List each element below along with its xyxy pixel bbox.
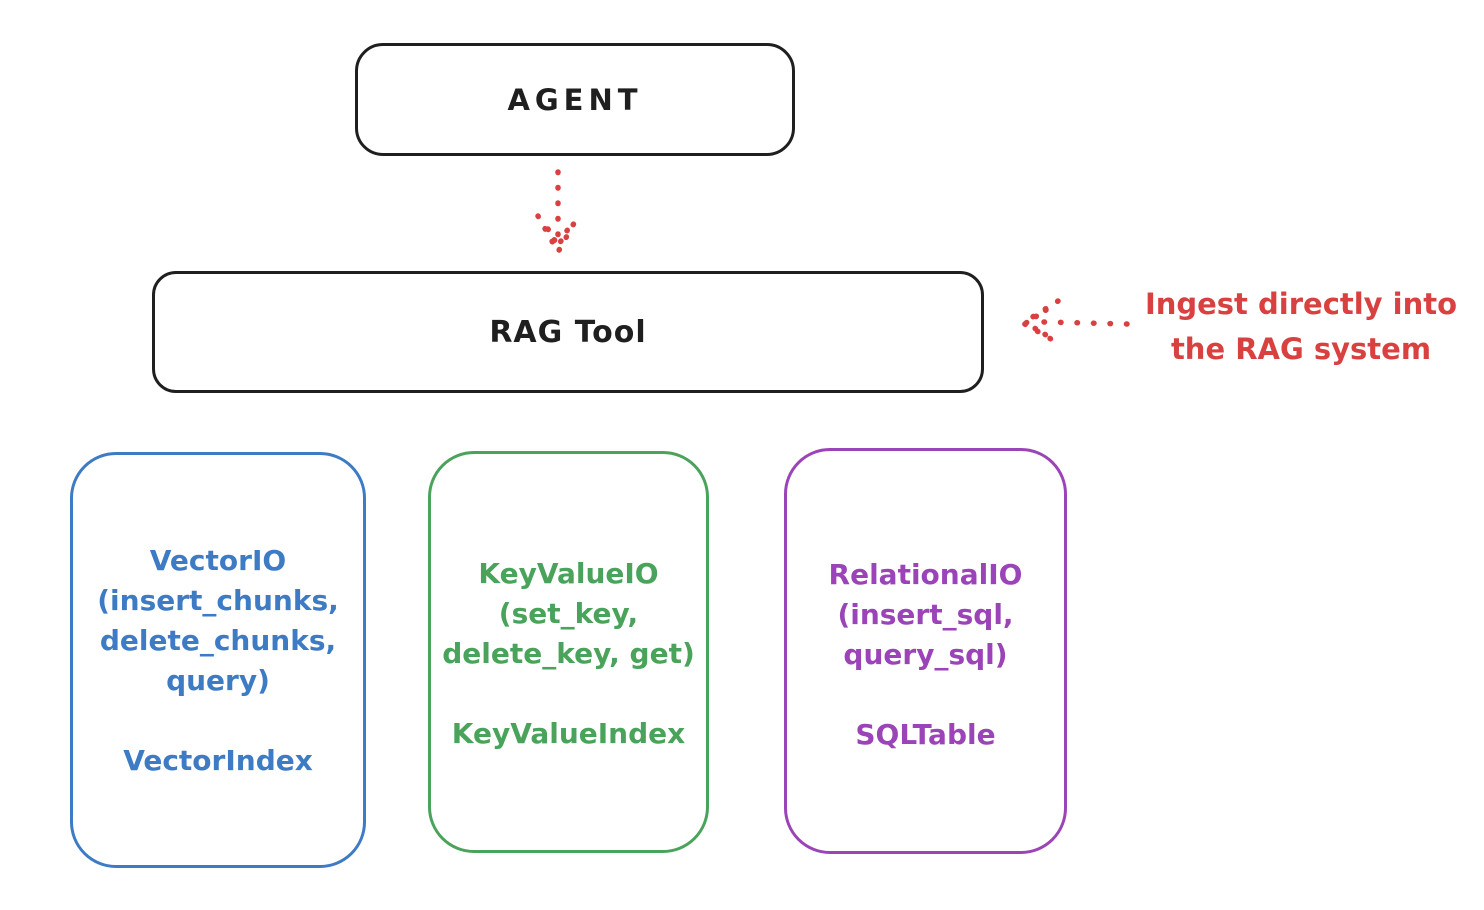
agent-label: AGENT	[507, 82, 643, 117]
store-title-line: VectorIO	[149, 544, 287, 577]
ingest-annotation-line-2: the RAG system	[1170, 332, 1432, 366]
agent-to-rag-arrow	[535, 169, 581, 258]
store-methods-line: query)	[166, 664, 270, 697]
store-box-keyvalue-io: KeyValueIO (set_key, delete_key, get) Ke…	[428, 451, 709, 853]
store-methods-line: delete_key, get)	[442, 637, 695, 670]
ingest-annotation-line-1: Ingest directly into	[1144, 287, 1458, 321]
store-methods-line: delete_chunks,	[99, 624, 337, 657]
store-box-vector-io: VectorIO (insert_chunks, delete_chunks, …	[70, 452, 366, 868]
rag-tool-label: RAG Tool	[489, 314, 647, 350]
store-methods-line: (insert_sql,	[837, 598, 1014, 631]
annotation-to-rag-arrow	[1017, 298, 1131, 346]
store-index-label: SQLTable	[855, 718, 996, 751]
agent-box: AGENT	[355, 43, 795, 156]
store-index-label: VectorIndex	[123, 744, 313, 777]
store-title-line: RelationalIO	[828, 558, 1023, 591]
store-methods-line: query_sql)	[843, 638, 1008, 671]
store-box-relational-io: RelationalIO (insert_sql, query_sql) SQL…	[784, 448, 1067, 854]
store-methods-line: (insert_chunks,	[97, 584, 339, 617]
store-index-label: KeyValueIndex	[451, 717, 686, 750]
ingest-annotation: Ingest directly into the RAG system	[1128, 282, 1474, 372]
rag-tool-box: RAG Tool	[152, 271, 984, 393]
store-methods-line: (set_key,	[498, 597, 639, 630]
store-title-line: KeyValueIO	[478, 557, 659, 590]
